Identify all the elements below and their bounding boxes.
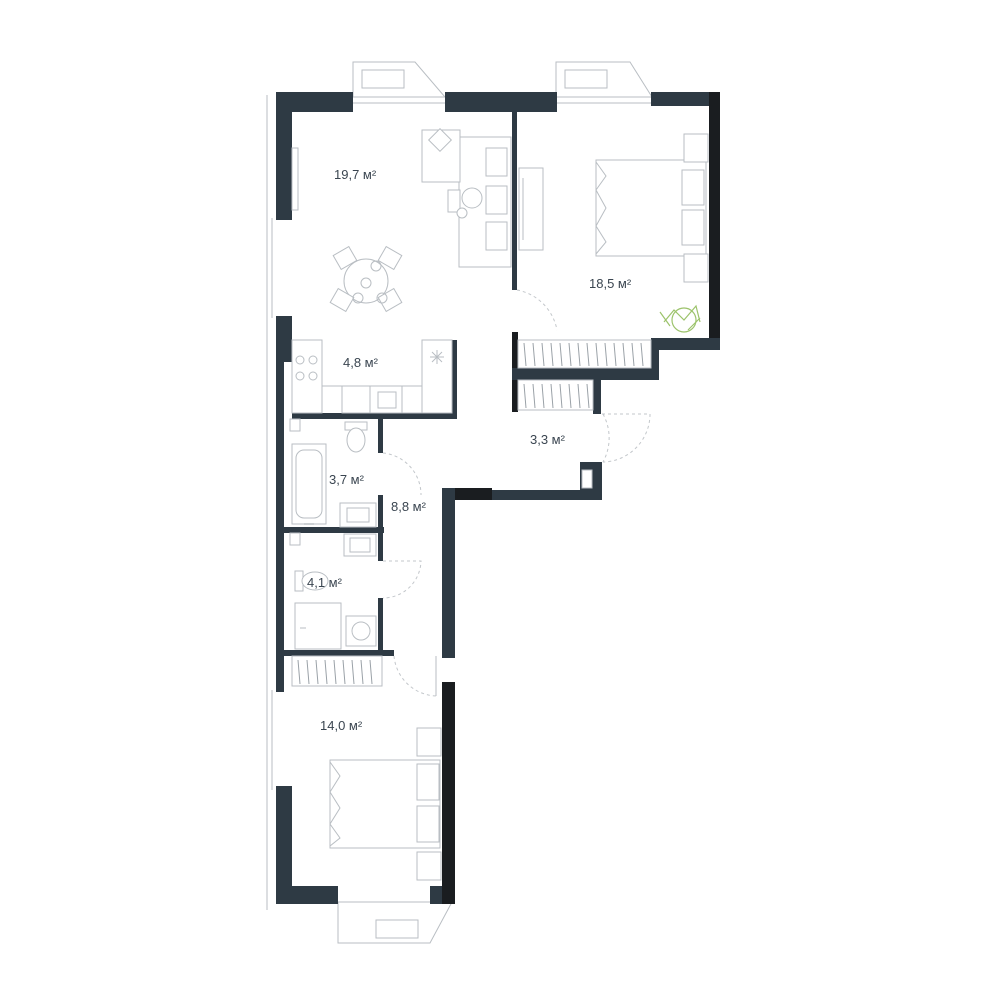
shaft-1 (289, 418, 301, 432)
area-storage: 3,3 м² (530, 432, 566, 447)
armchair-table (421, 127, 483, 219)
dining-set (329, 245, 403, 313)
plant (659, 304, 701, 333)
wardrobe-bedroom2 (291, 655, 383, 687)
shaft-2 (289, 532, 301, 546)
kitchen-units (291, 339, 453, 414)
walls (276, 92, 720, 904)
area-kitchen: 4,8 м² (343, 355, 379, 370)
bed-1 (595, 133, 709, 283)
window-bay-bottom (337, 901, 453, 944)
tv-unit (291, 147, 299, 211)
storage-shelves (517, 379, 594, 411)
window-bay-top-right (555, 61, 653, 104)
wardrobe-bedroom1-bottom (517, 339, 652, 369)
washing-machine (345, 615, 377, 647)
toilet-2 (294, 570, 329, 592)
area-wc: 4,1 м² (307, 575, 343, 590)
area-bedroom-2: 14,0 м² (320, 718, 363, 733)
area-living: 19,7 м² (334, 167, 377, 182)
window-bay-top-left (352, 61, 447, 104)
shower (294, 602, 342, 650)
bathtub (291, 443, 327, 525)
bed-2 (329, 727, 442, 881)
sink-1 (339, 502, 377, 528)
area-bathroom: 3,7 м² (329, 472, 365, 487)
window-left (266, 95, 273, 910)
area-bedroom-1: 18,5 м² (589, 276, 632, 291)
wardrobe-bedroom1 (518, 167, 544, 251)
shaft (581, 469, 593, 489)
area-hall: 8,8 м² (391, 499, 427, 514)
toilet-1 (344, 421, 368, 453)
door-swings (382, 289, 651, 697)
sink-2 (343, 533, 377, 557)
